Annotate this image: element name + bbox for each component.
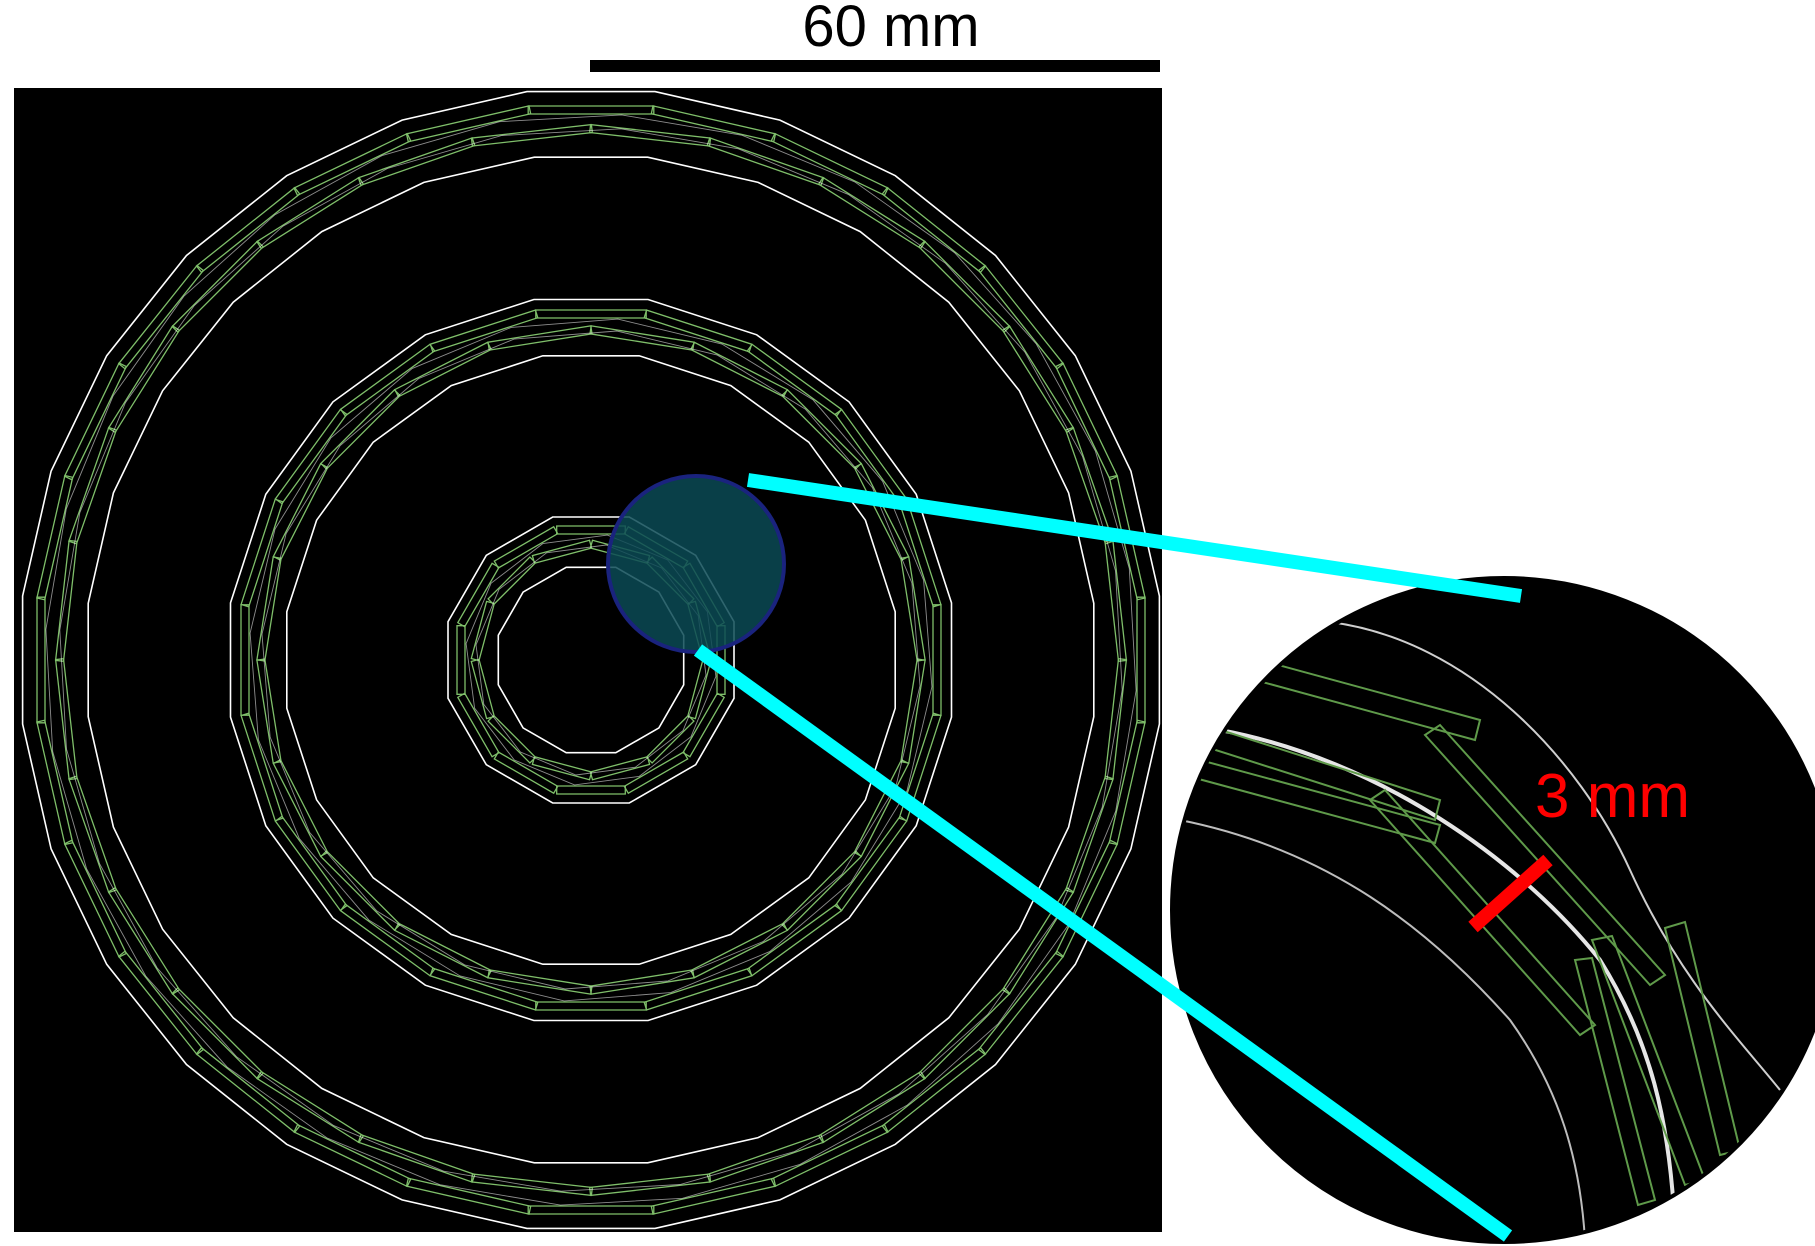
inset-module	[1573, 956, 1657, 1207]
inset-module	[1368, 788, 1597, 1037]
middle-layer	[229, 298, 953, 1022]
zoom-connector-lower	[693, 644, 1513, 1242]
sensor-module	[470, 658, 496, 720]
inset-module	[1423, 723, 1667, 987]
inset-outer-boundary	[1329, 621, 1781, 1091]
sensor-module	[456, 625, 466, 695]
sensor-module	[556, 785, 626, 795]
zoom-inset: 3 mm	[1170, 576, 1815, 1244]
layer-support-line	[261, 330, 921, 990]
sensor-module	[456, 562, 500, 628]
sensor-module	[645, 714, 695, 764]
sensor-module	[487, 556, 537, 606]
zoom-inset-border	[1170, 576, 1815, 1244]
layer-outer-boundary	[21, 90, 1161, 1230]
layer-support-line	[45, 114, 1137, 1206]
sensor-module	[470, 600, 496, 662]
layer-outer-boundary	[229, 298, 953, 1022]
layer-support-line	[59, 128, 1123, 1192]
scale-bar: 60 mm	[590, 0, 1160, 72]
sensor-module	[531, 539, 593, 565]
sensor-module	[682, 692, 726, 758]
sensor-module	[1108, 474, 1146, 601]
sensor-module	[487, 714, 537, 764]
scale-bar-line	[590, 60, 1160, 72]
detector-cross-section	[14, 88, 1162, 1232]
gap-label: 3 mm	[1535, 762, 1690, 831]
scale-bar-label: 60 mm	[802, 0, 979, 59]
gap-marker	[1468, 854, 1553, 933]
inset-inner-boundary	[1179, 819, 1586, 1241]
sensor-module	[900, 556, 926, 662]
sensor-module	[493, 751, 559, 795]
layer-inner-boundary	[87, 156, 1095, 1164]
zoom-connector-upper	[746, 473, 1523, 603]
sensor-module	[493, 525, 559, 569]
layer-support-line	[249, 318, 933, 1002]
layer-inner-boundary	[285, 354, 897, 966]
zoom-region-marker	[606, 474, 786, 654]
sensor-module	[589, 755, 651, 781]
zoom-connectors	[693, 473, 1523, 1242]
outer-layer	[21, 90, 1161, 1230]
sensor-module	[531, 755, 593, 781]
sensor-module	[456, 692, 500, 758]
sensor-module	[623, 751, 689, 795]
cross-section-background	[14, 88, 1162, 1232]
